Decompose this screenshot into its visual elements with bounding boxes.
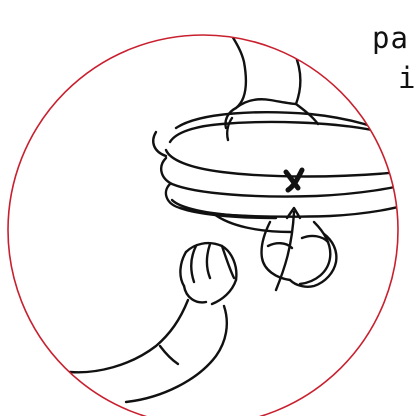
- lower-arm-drawing: [70, 243, 236, 402]
- x-mark-icon: [286, 170, 302, 190]
- caption-line-2: i: [398, 64, 414, 93]
- upper-arm-drawing: [218, 10, 318, 140]
- arrow-up-icon: [276, 208, 300, 290]
- caption-line-1: pa: [372, 24, 409, 53]
- circle-border: [8, 35, 398, 416]
